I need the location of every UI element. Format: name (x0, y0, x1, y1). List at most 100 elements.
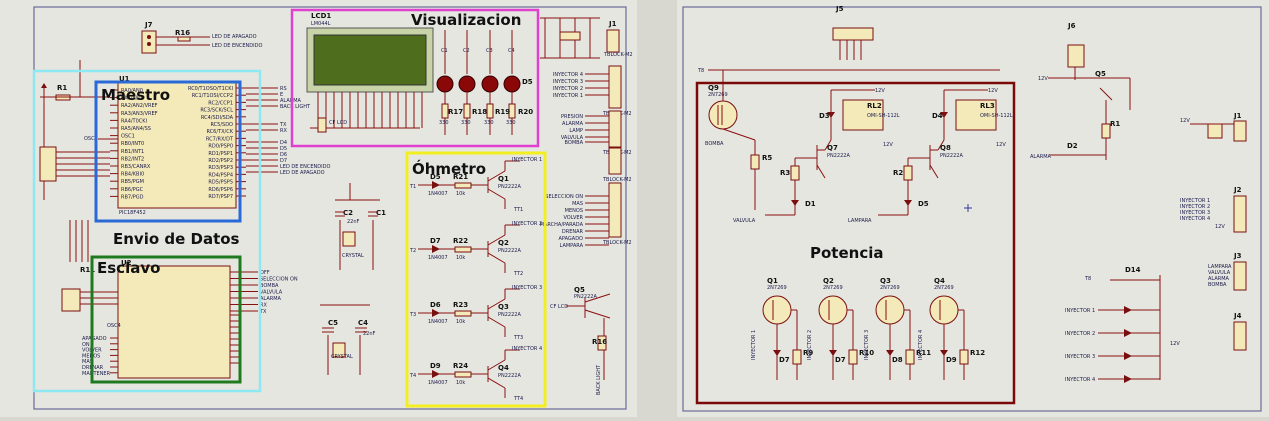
u1-net-label: D4 (280, 140, 287, 146)
envio-title: Envio de Datos (113, 230, 240, 248)
u1-pin-label: RD3/PSP3 (208, 165, 233, 171)
inyector-diode (1124, 352, 1132, 360)
right-j1-ref: J1 (1233, 112, 1242, 120)
led-cap-label: C3 (486, 48, 493, 54)
u1-pin-label: RB6/PGC (121, 187, 144, 193)
backlight-transistor-q5: Q5 PN2222A CF LCD R16 BACK LIGHT (550, 286, 611, 395)
u1-net-label: LED DE ENCENDIDO (280, 164, 330, 170)
connector-j6: J6 Q5 12V R1 D2 ALARMA (1030, 22, 1131, 160)
terminal-block (608, 65, 622, 109)
block-esclavo (90, 255, 242, 384)
bomba-net-label: BOMBA (705, 141, 724, 147)
u1-pin-label: RB2/INT2 (121, 156, 144, 162)
gate-resistor-ref: R11 (916, 349, 931, 357)
u1-pin-label: RB0/INT0 (121, 141, 144, 147)
led-body (503, 75, 521, 93)
mosfet-ref: Q1 (767, 277, 778, 285)
potencia-title: Potencia (810, 244, 883, 262)
base-resistor (790, 165, 800, 181)
relay-12v: 12V (988, 88, 998, 94)
gate-resistor (792, 349, 802, 365)
u1-left-pins: RA0/AN0RA1/AN1RA2/AN2/VREFRA3/AN3/VREFRA… (110, 88, 158, 200)
u1-net-label: D6 (280, 152, 287, 158)
ohm-t-label: T1 (409, 184, 416, 190)
relay-12v: 12V (996, 142, 1006, 148)
ohm-transistor-e (487, 252, 506, 264)
ohm-resistor-value: 10k (456, 191, 465, 197)
ohm-transistor-ref: Q3 (498, 303, 509, 311)
osc4-label: OSC4 (107, 323, 121, 329)
j3-label: LAMPARA (1208, 264, 1232, 270)
u1-pin-label: RA5/AN4/SS (121, 126, 151, 132)
ohm-tt-label: TT1 (513, 207, 523, 213)
j2-inyector-label: INYECTOR 2 (1180, 204, 1210, 210)
right-net-label: ALARMA (562, 121, 584, 127)
ohm-transistor-part: PN2222A (498, 184, 521, 190)
t8-label: T8 (697, 68, 704, 74)
relay-part: OMI-SH-112L (980, 113, 1013, 119)
j3-ref: J3 (1233, 252, 1242, 260)
ohm-out-label: INYECTOR 1 (512, 157, 542, 163)
r1-ref: R1 (57, 84, 67, 92)
protection-diode (773, 350, 781, 356)
ohm-diode-ref: D6 (430, 301, 441, 309)
j7-label-apagado: LED DE APAGADO (212, 34, 257, 40)
u1-pin-label: RC3/SCK/SCL (200, 108, 233, 114)
led-resistor-value: 330 (439, 120, 449, 126)
ohm-diode-ref: D7 (430, 237, 441, 245)
r5-ref: R5 (762, 154, 772, 162)
relay-ref: RL3 (980, 102, 995, 110)
connector-j7: J7 R16 LED DE APAGADO LED DE ENCENDIDO (141, 21, 262, 54)
driver-transistor-ref: Q8 (940, 144, 951, 152)
u1-pin-label: RA2/AN2/VREF (121, 103, 158, 109)
transistor-e (816, 164, 826, 179)
osc-circuit-2: C5 C4 CRYSTAL 22nF (320, 304, 376, 375)
mosfet-body (875, 295, 905, 325)
right-net-label: INYECTOR 4 (553, 72, 583, 78)
u1-pin-label: RA1/AN1 (121, 96, 143, 102)
u1-pin-label: RC6/TX/CK (206, 129, 233, 135)
u1-pin-label: RC7/RX/DT (206, 136, 234, 142)
ohm-resistor (454, 310, 472, 317)
mosfet-part: 2N7269 (767, 285, 787, 291)
flyback-diode-ref: D4 (932, 112, 943, 120)
ohm-diode-part: 1N4007 (428, 380, 448, 386)
u1-pin-label: RA4/T0CKI (121, 118, 147, 124)
led-resistor (441, 103, 449, 119)
backlight-net-label: BACK LIGHT (596, 364, 602, 395)
connector-j3: J3 (1233, 252, 1247, 291)
valvula-net-label: VALVULA (733, 218, 756, 224)
ohm-tt-label: TT2 (513, 271, 523, 277)
relay-driver-chains: RL2OMI-SH-112LD312V12VQ7PN2222AR3D1RL3OM… (765, 88, 1013, 216)
u1-pin-label: RB7/PGD (121, 194, 144, 200)
u2-left-label: ON (82, 342, 90, 348)
ohm-resistor (454, 182, 472, 189)
transistor-e (929, 164, 939, 179)
ohm-transistor-c (487, 170, 506, 182)
ohm-resistor-ref: R23 (453, 301, 468, 309)
c2-value: 22nF (347, 219, 360, 225)
led-resistors: R17 R18 R19 R20 D5 (448, 78, 533, 116)
c2-ref: C2 (343, 209, 353, 217)
protection-diode-ref: D7 (779, 356, 790, 364)
ohm-diode (432, 181, 440, 189)
gate-resistor (905, 349, 915, 365)
u1-part: PIC18F452 (119, 210, 146, 216)
r16-ref: R16 (175, 29, 190, 37)
ohm-resistor (454, 246, 472, 253)
protection-diode (829, 350, 837, 356)
j6-ref: J6 (1067, 22, 1076, 30)
mcu-u1: U1 RA0/AN0RA1/AN1RA2/AN2/VREFRA3/AN3/VRE… (110, 75, 246, 216)
mosfet-inyector-label: INYECTOR 3 (864, 330, 870, 360)
u1-net-label: RS (280, 86, 287, 92)
block-ohmetro (405, 151, 547, 408)
ohm-resistor-ref: R22 (453, 237, 468, 245)
relay-ref: RL2 (867, 102, 882, 110)
u1-pin-label: RD0/PSP0 (208, 144, 233, 150)
ohm-diode (432, 309, 440, 317)
